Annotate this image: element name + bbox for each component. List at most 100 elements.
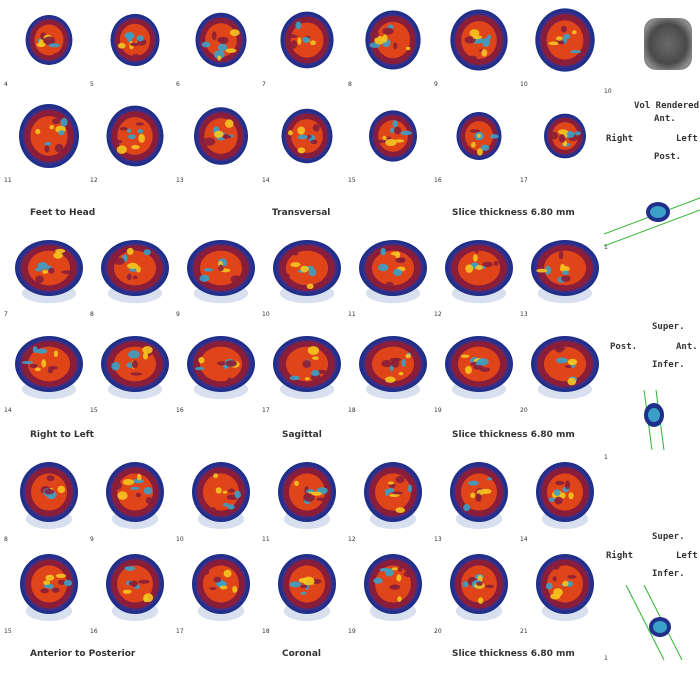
slice-image: 15 <box>90 330 178 414</box>
slice-number: 10 <box>262 311 270 318</box>
slice-number: 4 <box>4 81 8 88</box>
slice-image: 9 <box>434 4 522 88</box>
slice-image: 12 <box>90 100 178 184</box>
orientation-panel: 10 Vol Rendered Ant. Right Left Post. 1 … <box>604 0 700 666</box>
slice-image: 13 <box>520 234 608 318</box>
coronal-direction: Anterior to Posterior <box>30 649 136 659</box>
slice-image: 18 <box>348 330 436 414</box>
slice-image: 18 <box>262 551 350 635</box>
slice-number: 13 <box>520 311 528 318</box>
slice-image: 6 <box>176 4 264 88</box>
volume-slice-number: 10 <box>604 88 612 95</box>
trans-right-label: Right <box>606 134 634 144</box>
slice-image: 11 <box>262 459 350 543</box>
slice-image: 8 <box>90 234 178 318</box>
slice-image: 11 <box>4 100 92 184</box>
slice-number: 12 <box>348 536 356 543</box>
slice-image: 16 <box>434 100 522 184</box>
slice-image: 17 <box>520 100 608 184</box>
trans-localizer-number: 1 <box>604 244 608 251</box>
slice-number: 17 <box>520 177 528 184</box>
slice-number: 13 <box>176 177 184 184</box>
slice-image: 14 <box>262 100 350 184</box>
slice-number: 7 <box>262 81 266 88</box>
slice-number: 11 <box>348 311 356 318</box>
volume-rendered-image <box>640 14 696 74</box>
slice-number: 15 <box>348 177 356 184</box>
sag-infer-label: Infer. <box>652 360 685 370</box>
sag-localizer-number: 1 <box>604 454 608 461</box>
slice-image: 9 <box>176 234 264 318</box>
trans-ant-label: Ant. <box>654 114 676 124</box>
slice-image: 16 <box>176 330 264 414</box>
slice-number: 20 <box>434 628 442 635</box>
slice-image: 17 <box>262 330 350 414</box>
slice-image: 8 <box>348 4 436 88</box>
slice-image: 12 <box>434 234 522 318</box>
slice-image: 8 <box>4 459 92 543</box>
slice-image: 17 <box>176 551 264 635</box>
transversal-localizer <box>604 197 700 247</box>
slice-image: 16 <box>90 551 178 635</box>
cor-infer-label: Infer. <box>652 569 685 579</box>
slice-image: 13 <box>176 100 264 184</box>
sagittal-thickness: Slice thickness 6.80 mm <box>452 430 575 440</box>
slice-image: 5 <box>90 4 178 88</box>
slice-number: 18 <box>262 628 270 635</box>
sagittal-plane: Sagittal <box>282 430 322 440</box>
slice-number: 7 <box>4 311 8 318</box>
slice-image: 4 <box>4 4 92 88</box>
slice-image: 21 <box>520 551 608 635</box>
slice-image: 14 <box>4 330 92 414</box>
slice-number: 21 <box>520 628 528 635</box>
coronal-plane: Coronal <box>282 649 321 659</box>
slice-number: 8 <box>4 536 8 543</box>
slice-image: 20 <box>434 551 522 635</box>
cor-localizer-number: 1 <box>604 655 608 662</box>
slice-number: 9 <box>176 311 180 318</box>
slice-image: 19 <box>348 551 436 635</box>
slice-number: 5 <box>90 81 94 88</box>
slice-number: 20 <box>520 407 528 414</box>
sag-post-label: Post. <box>610 342 638 352</box>
slice-image: 10 <box>176 459 264 543</box>
slice-image: 7 <box>4 234 92 318</box>
slice-image: 19 <box>434 330 522 414</box>
slice-image: 9 <box>90 459 178 543</box>
slice-number: 9 <box>434 81 438 88</box>
sagittal-direction: Right to Left <box>30 430 94 440</box>
slice-image: 20 <box>520 330 608 414</box>
transversal-direction: Feet to Head <box>30 208 96 218</box>
slice-number: 9 <box>90 536 94 543</box>
slice-number: 13 <box>434 536 442 543</box>
slice-number: 17 <box>176 628 184 635</box>
slice-number: 10 <box>520 81 528 88</box>
slice-image: 15 <box>4 551 92 635</box>
slice-number: 8 <box>348 81 352 88</box>
slice-number: 16 <box>176 407 184 414</box>
slice-number: 16 <box>90 628 98 635</box>
slice-number: 12 <box>90 177 98 184</box>
slice-number: 15 <box>4 628 12 635</box>
slice-number: 14 <box>4 407 12 414</box>
slice-number: 16 <box>434 177 442 184</box>
slice-number: 10 <box>176 536 184 543</box>
slice-image: 10 <box>262 234 350 318</box>
volume-rendered-label: Vol Rendered <box>634 101 700 111</box>
transversal-plane: Transversal <box>272 208 331 218</box>
slice-number: 17 <box>262 407 270 414</box>
slice-number: 12 <box>434 311 442 318</box>
slice-number: 14 <box>520 536 528 543</box>
slice-image: 14 <box>520 459 608 543</box>
transversal-thickness: Slice thickness 6.80 mm <box>452 208 575 218</box>
slice-number: 14 <box>262 177 270 184</box>
trans-post-label: Post. <box>654 152 682 162</box>
sag-super-label: Super. <box>652 322 685 332</box>
slice-number: 11 <box>262 536 270 543</box>
trans-left-label: Left <box>676 134 698 144</box>
slice-image: 10 <box>520 4 608 88</box>
cor-right-label: Right <box>606 551 634 561</box>
slice-number: 6 <box>176 81 180 88</box>
slice-number: 15 <box>90 407 98 414</box>
